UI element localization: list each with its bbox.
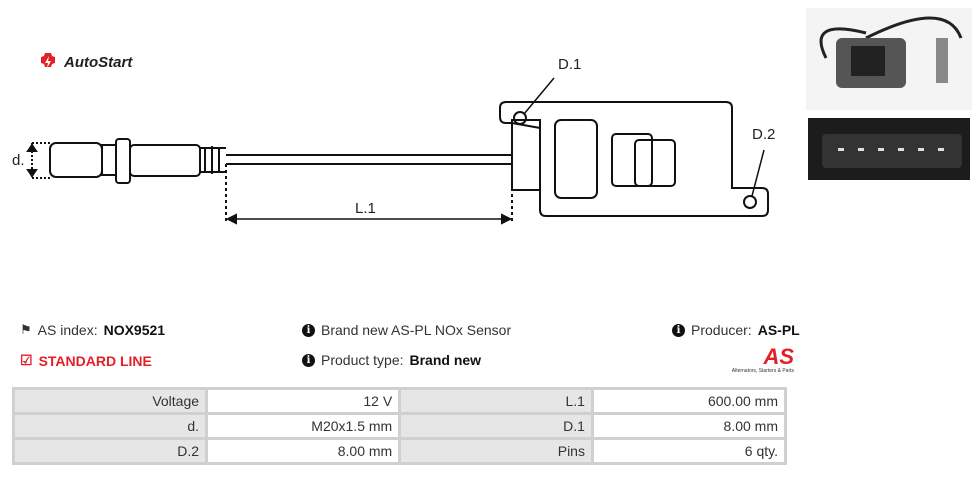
tags-icon: ⚑ [20,322,32,337]
label-d: d. [12,152,25,169]
spec-label: Voltage [11,387,209,415]
autostart-logo: AutoStart [38,52,132,72]
spec-label: d. [11,412,209,440]
logo-text: AutoStart [64,53,133,71]
standard-line: ☑ STANDARD LINE [20,352,152,369]
spec-value: 600.00 mm [590,387,788,415]
label-l1: L.1 [355,200,376,217]
description: i Brand new AS-PL NOx Sensor [302,322,511,338]
connector-photo [808,118,970,180]
product-type-value: Brand new [409,352,482,368]
spec-label: L.1 [398,387,594,415]
as-index: ⚑ AS index: NOX9521 [20,322,165,338]
spec-label: D.1 [398,412,594,440]
producer-value: AS-PL [757,322,800,338]
standard-line-label: STANDARD LINE [38,352,152,369]
info-icon: i [302,353,315,367]
product-type: i Product type: Brand new [302,352,481,368]
spec-value: 8.00 mm [590,412,788,440]
spec-label: Pins [398,437,594,465]
sensor-diagram [26,77,769,225]
product-photo [806,8,972,110]
spec-label: D.2 [11,437,209,465]
description-text: Brand new AS-PL NOx Sensor [321,322,512,338]
as-index-label: AS index: [37,322,98,338]
producer: i Producer: AS-PL [672,322,800,338]
checkbox-icon: ☑ [20,352,33,368]
info-icon: i [302,323,315,337]
label-d2: D.2 [752,126,776,143]
as-pl-logo-text: AS [763,344,794,369]
spec-value: 12 V [205,387,402,415]
as-index-value: NOX9521 [103,322,166,338]
label-d1: D.1 [558,56,582,73]
spec-value: 8.00 mm [205,437,402,465]
spec-value: 6 qty. [590,437,788,465]
as-pl-tagline: Alternators, Starters & Parts [731,368,794,374]
product-type-label: Product type: [321,352,404,368]
as-pl-logo: AS Alternators, Starters & Parts [714,344,794,375]
info-icon: i [672,323,685,337]
spec-value: M20x1.5 mm [205,412,402,440]
producer-label: Producer: [691,322,752,338]
logo-gear-icon [41,53,55,68]
